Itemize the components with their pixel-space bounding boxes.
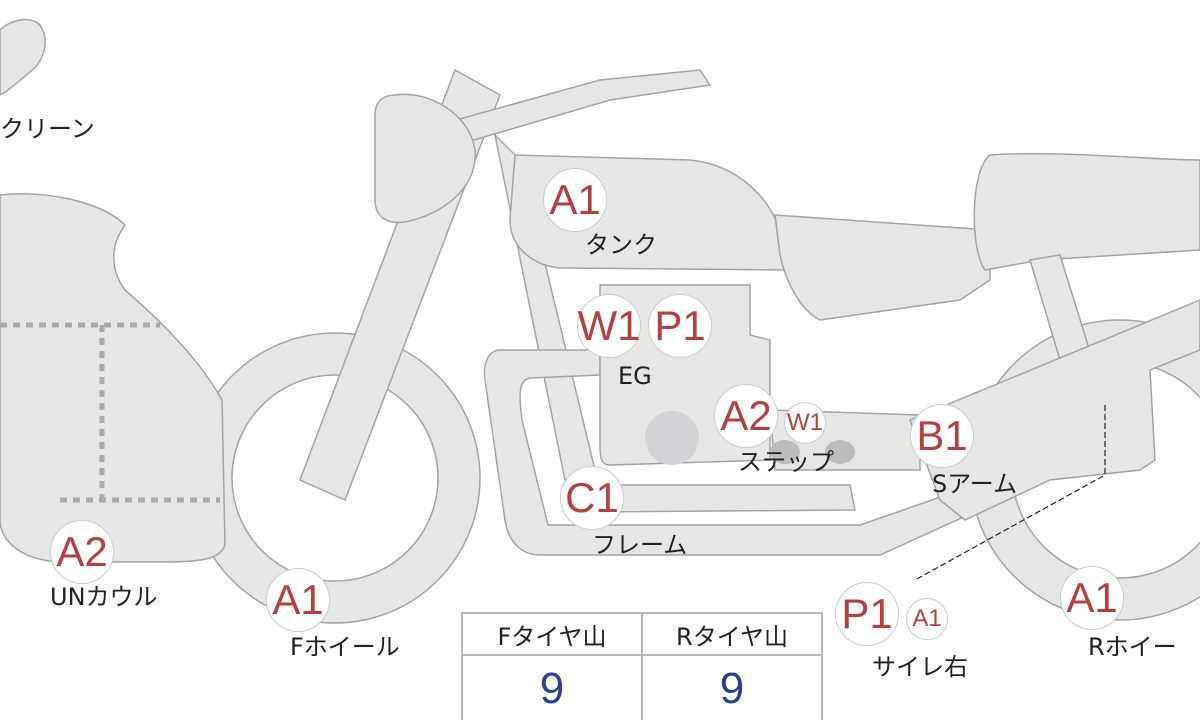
badge-front-wheel[interactable]: A1 bbox=[266, 568, 330, 632]
under-cowl-part[interactable] bbox=[0, 193, 226, 563]
badge-silencer-a[interactable]: A1 bbox=[906, 598, 948, 640]
label-engine: EG bbox=[618, 362, 652, 390]
front-tire-header: Fタイヤ山 bbox=[461, 612, 643, 656]
badge-rear-wheel[interactable]: A1 bbox=[1060, 566, 1124, 630]
side-cover-part[interactable] bbox=[774, 214, 991, 321]
badge-tank[interactable]: A1 bbox=[543, 168, 607, 232]
label-silencer-right: サイレ右 bbox=[872, 653, 968, 681]
rear-tire-header: Rタイヤ山 bbox=[641, 612, 823, 656]
badge-frame[interactable]: C1 bbox=[560, 466, 624, 530]
screen-part[interactable] bbox=[0, 18, 46, 96]
badge-step-a[interactable]: A2 bbox=[714, 384, 778, 448]
swing-arm-part[interactable] bbox=[909, 299, 1200, 521]
rear-tire-value[interactable]: 9 bbox=[641, 654, 823, 720]
tire-tread-table: Fタイヤ山 Rタイヤ山 9 9 bbox=[461, 612, 823, 720]
badge-engine-w[interactable]: W1 bbox=[577, 294, 641, 358]
label-front-wheel: Fホイール bbox=[290, 633, 400, 661]
label-frame: フレーム bbox=[592, 531, 688, 559]
label-step: ステップ bbox=[738, 448, 834, 476]
label-screen: クリーン bbox=[0, 115, 95, 143]
label-under-cowl: UNカウル bbox=[50, 583, 158, 611]
front-tire-value[interactable]: 9 bbox=[461, 654, 643, 720]
label-rear-wheel: Rホイー bbox=[1088, 633, 1177, 661]
badge-engine-p[interactable]: P1 bbox=[648, 294, 712, 358]
headlight-part[interactable] bbox=[374, 93, 476, 224]
badge-silencer-p[interactable]: P1 bbox=[835, 582, 899, 646]
badge-step-w[interactable]: W1 bbox=[784, 402, 826, 444]
seat-part[interactable] bbox=[973, 152, 1200, 271]
badge-under-cowl[interactable]: A2 bbox=[50, 520, 114, 584]
label-tank: タンク bbox=[585, 231, 657, 259]
badge-swing-arm[interactable]: B1 bbox=[910, 404, 974, 468]
label-swing-arm: Sアーム bbox=[932, 470, 1018, 498]
frame-part[interactable] bbox=[483, 349, 992, 556]
